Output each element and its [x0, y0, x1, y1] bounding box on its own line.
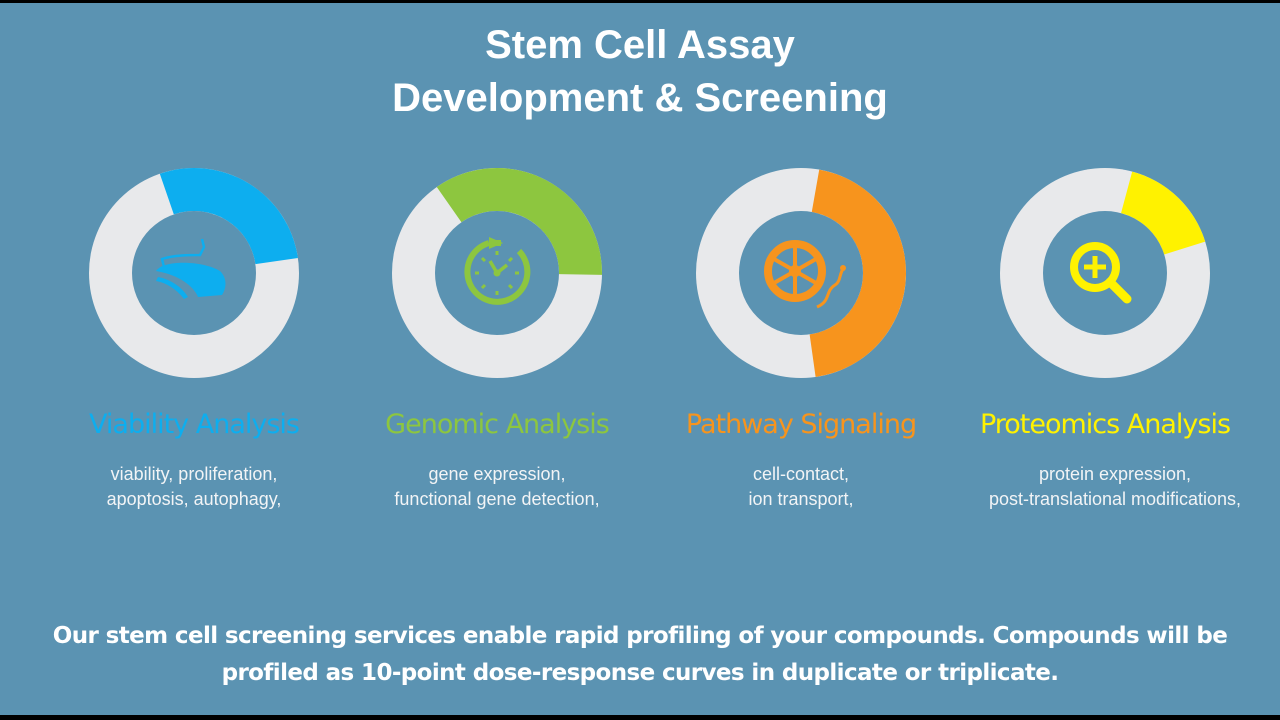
clock-refresh-icon [464, 237, 531, 305]
description-line: cell-contact, [752, 464, 850, 484]
card-viability: Viability Analysis viability, proliferat… [34, 3, 354, 523]
donut-segment-proteomics [1121, 171, 1206, 255]
donut-segment-pathway [809, 169, 907, 377]
card-genomic: Genomic Analysis gene expression, functi… [337, 3, 657, 523]
category-title: Viability Analysis [89, 409, 300, 440]
title-line-2: Development & Screening [392, 76, 888, 120]
donut-chart-proteomics [1000, 168, 1210, 378]
donut-chart-genomic [392, 168, 602, 378]
slide: Stem Cell Assay Development & Screening … [0, 3, 1280, 715]
category-description: cell-contact, ion transport, [641, 462, 961, 512]
category-description: viability, proliferation, apoptosis, aut… [34, 462, 354, 512]
category-description: gene expression, functional gene detecti… [337, 462, 657, 512]
description-line: gene expression, [428, 464, 566, 484]
description-line: apoptosis, autophagy, [106, 489, 282, 509]
card-proteomics: Proteomics Analysis protein expression, … [945, 3, 1265, 523]
donut-chart-viability [89, 167, 299, 378]
title-line-1: Stem Cell Assay [485, 23, 795, 67]
description-line: functional gene detection, [394, 489, 600, 509]
description-line: post-translational modifications, [988, 489, 1242, 509]
donut-chart-pathway [696, 168, 907, 378]
description-line: protein expression, [1038, 464, 1192, 484]
card-pathway: Pathway Signaling cell-contact, ion tran… [641, 3, 961, 523]
category-description: protein expression, post-translational m… [945, 462, 1280, 512]
description-line: viability, proliferation, [110, 464, 278, 484]
description-line: ion transport, [748, 489, 854, 509]
magnifier-plus-icon [1070, 242, 1132, 304]
footer-text-line-2: profiled as 10-point dose-response curve… [221, 660, 1059, 686]
category-title: Proteomics Analysis [979, 409, 1231, 440]
category-title: Genomic Analysis [385, 409, 610, 440]
donut-segment-genomic [436, 168, 602, 275]
cell-pathway-icon [764, 240, 846, 309]
donut-hole [1043, 211, 1167, 335]
category-title: Pathway Signaling [685, 409, 917, 440]
footer-text-line-1: Our stem cell screening services enable … [52, 623, 1228, 649]
cell-dish-icon [156, 238, 226, 299]
donut-segment-viability [159, 167, 298, 265]
